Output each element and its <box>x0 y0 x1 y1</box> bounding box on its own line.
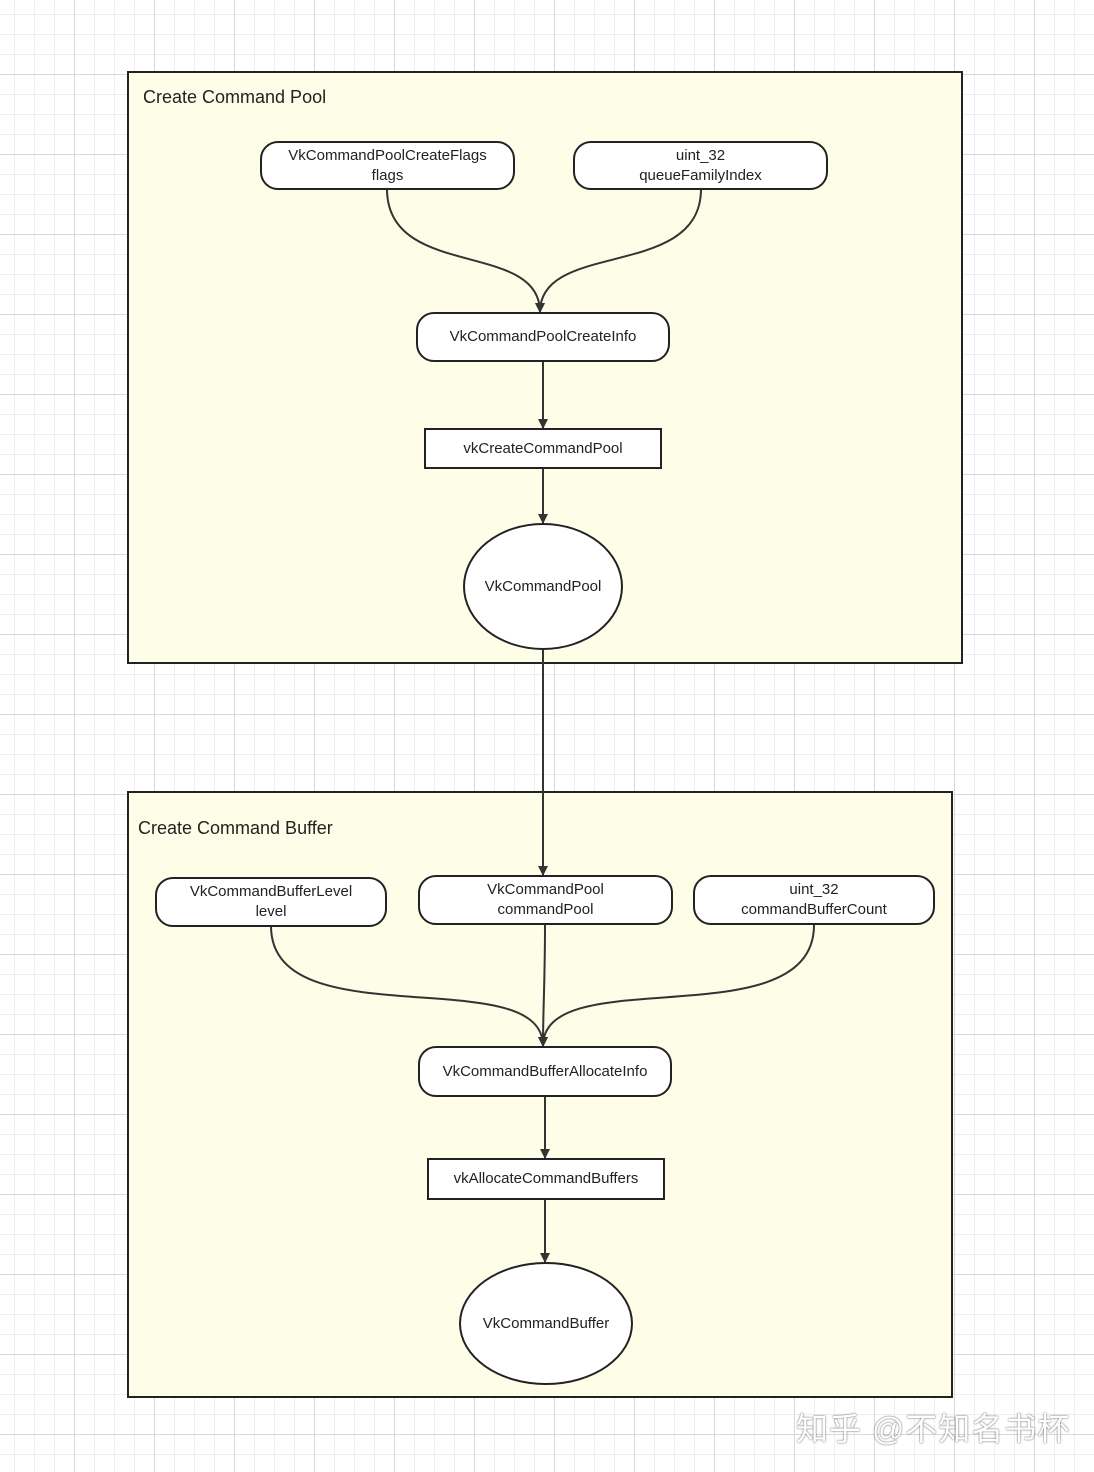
edge-queue-to-createinfo <box>535 188 702 313</box>
node-label-line2: commandBufferCount <box>741 901 887 918</box>
node-vkcommandpool-commandpool: VkCommandPool commandPool <box>418 875 673 925</box>
node-label-line2: queueFamilyIndex <box>639 166 762 184</box>
node-vkcreatecommandpool: vkCreateCommandPool <box>424 428 662 469</box>
node-label-line1: VkCommandBufferLevel <box>189 883 353 900</box>
node-label-line1: VkCommandPool <box>487 881 604 898</box>
node-vkcommandbuffer: VkCommandBuffer <box>459 1262 633 1385</box>
node-vkcommandpool: VkCommandPool <box>463 523 623 650</box>
node-vkcommandbufferlevel-level: VkCommandBufferLevel level <box>155 877 387 927</box>
node-vkcommandbufferallocateinfo: VkCommandBufferAllocateInfo <box>418 1046 672 1097</box>
node-label: VkCommandPool <box>484 577 602 595</box>
node-label: vkCreateCommandPool <box>463 439 623 457</box>
node-label-line2: level <box>255 903 287 920</box>
node-uint32-queuefamilyindex: uint_32 queueFamilyIndex <box>573 141 828 190</box>
node-vkallocatecommandbuffers: vkAllocateCommandBuffers <box>427 1158 665 1200</box>
node-label: VkCommandPoolCreateInfo <box>449 328 637 345</box>
node-label-line1: uint_32 <box>675 146 726 164</box>
node-vkcommandpoolcreateflags-flags: VkCommandPoolCreateFlags flags <box>260 141 515 190</box>
group-title-create-command-buffer: Create Command Buffer <box>138 818 333 838</box>
node-label: VkCommandBufferAllocateInfo <box>442 1062 648 1080</box>
node-label: VkCommandBuffer <box>482 1314 610 1332</box>
edge-bufpool-to-allocinfo <box>538 924 549 1047</box>
node-uint32-commandbuffercount: uint_32 commandBufferCount <box>693 875 935 925</box>
node-label-line2: commandPool <box>497 901 594 918</box>
node-label: vkAllocateCommandBuffers <box>453 1170 639 1187</box>
watermark-text: 知乎 @不知名书杯 <box>796 1411 1071 1447</box>
node-label-line2: flags <box>371 166 404 184</box>
edge-flags-to-createinfo <box>386 188 545 313</box>
edge-count-to-allocinfo <box>538 924 815 1047</box>
group-title-create-command-pool: Create Command Pool <box>143 87 327 107</box>
edge-level-to-allocinfo <box>270 925 548 1047</box>
node-label-line1: uint_32 <box>789 881 839 898</box>
node-vkcommandpoolcreateinfo: VkCommandPoolCreateInfo <box>416 312 670 362</box>
node-label-line1: VkCommandPoolCreateFlags <box>288 146 487 164</box>
